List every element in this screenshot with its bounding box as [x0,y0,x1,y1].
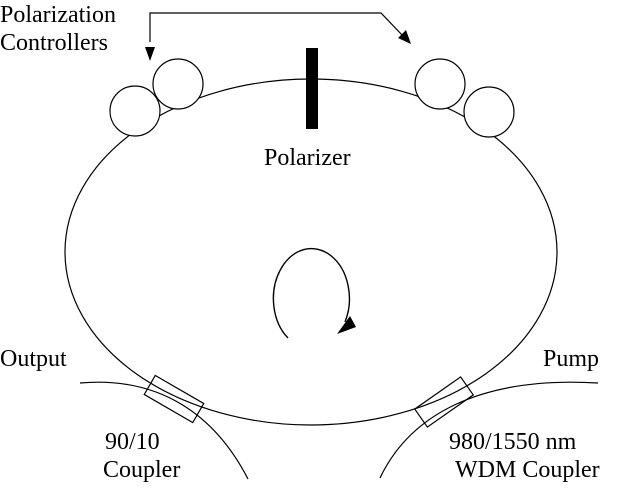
output-coupler-box [143,374,205,424]
circulation-arrowhead [337,316,356,334]
label-pump: Pump [543,346,599,372]
polarization-controller-loop-right-1 [414,58,466,110]
label-output-coupler-line1: 90/10 [105,429,160,455]
polarization-controller-loop-right-2 [463,86,515,138]
label-wdm-coupler-line2: WDM Coupler [455,457,600,483]
arrowhead-left-controller [145,47,155,61]
output-fiber [79,381,249,480]
circulation-arrow [272,247,351,339]
label-wdm-coupler-line1: 980/1550 nm [449,429,577,455]
controller-pointer-arrows [149,12,405,42]
label-polarization-controllers-line2: Controllers [0,30,108,56]
pump-fiber [379,381,599,479]
arrowhead-right-controller [398,30,411,44]
wdm-coupler-box [413,376,475,428]
polarizer-bar [306,48,318,129]
polarization-controller-loop-left-2 [152,58,204,110]
label-output-coupler-line2: Coupler [103,457,180,483]
polarization-controller-loop-left-1 [109,85,161,137]
label-polarization-controllers-line1: Polarization [0,2,116,28]
label-polarizer: Polarizer [264,145,351,171]
label-output: Output [0,346,67,372]
